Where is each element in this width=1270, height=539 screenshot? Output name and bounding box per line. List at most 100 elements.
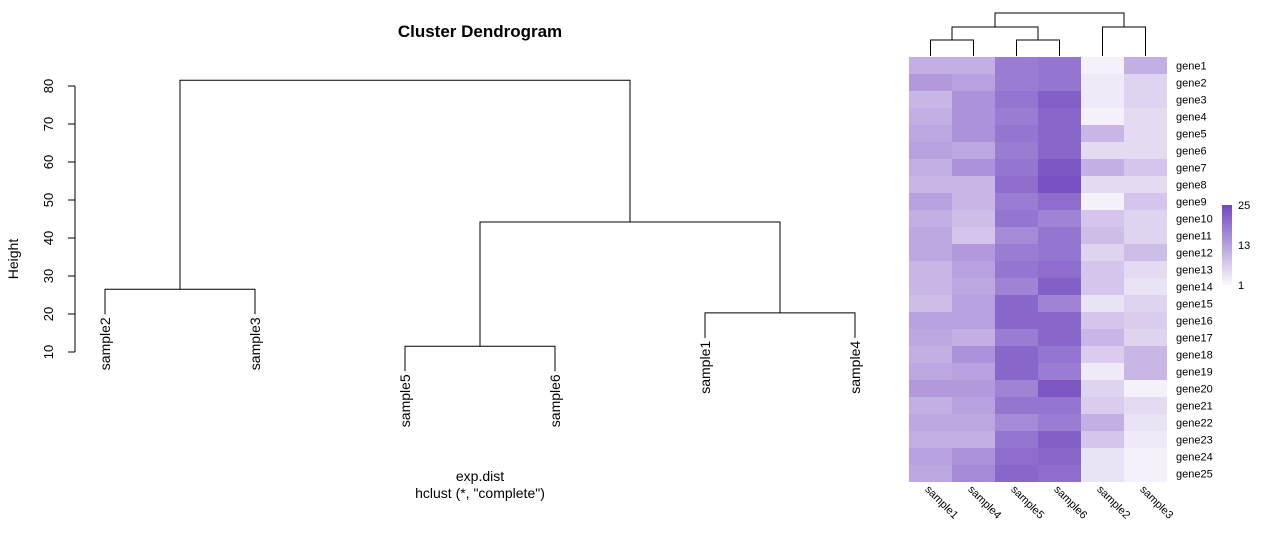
heatmap-cell-gene21-sample2 [1081, 397, 1124, 414]
heatmap-cell-gene18-sample1 [909, 346, 952, 363]
heatmap-cell-gene24-sample3 [1124, 448, 1167, 465]
heatmap-cell-gene16-sample4 [952, 312, 995, 329]
heatmap-cell-gene8-sample1 [909, 176, 952, 193]
heatmap-cell-gene10-sample4 [952, 210, 995, 227]
method-sublabel: hclust (*, "complete") [415, 485, 545, 501]
heatmap-cell-gene10-sample5 [995, 210, 1038, 227]
column-label-sample5: sample5 [1008, 484, 1046, 522]
column-tree-link [994, 12, 1125, 27]
heatmap-panel: gene1gene2gene3gene4gene5gene6gene7gene8… [909, 12, 1250, 522]
row-label-gene3: gene3 [1176, 95, 1207, 107]
heatmap-cell-gene23-sample4 [952, 431, 995, 448]
heatmap-cell-gene25-sample1 [909, 465, 952, 482]
column-tree-link [1102, 26, 1146, 56]
heatmap-cell-gene4-sample2 [1081, 108, 1124, 125]
heatmap-cell-gene3-sample2 [1081, 91, 1124, 108]
row-label-gene18: gene18 [1176, 350, 1213, 362]
heatmap-cell-gene16-sample2 [1081, 312, 1124, 329]
heatmap-cell-gene4-sample5 [995, 108, 1038, 125]
row-label-gene15: gene15 [1176, 299, 1213, 311]
heatmap-cell-gene21-sample4 [952, 397, 995, 414]
heatmap-cell-gene18-sample4 [952, 346, 995, 363]
heatmap-cell-gene22-sample3 [1124, 414, 1167, 431]
heatmap-cell-gene25-sample6 [1038, 465, 1081, 482]
heatmap-cell-gene20-sample5 [995, 380, 1038, 397]
column-label-sample1: sample1 [922, 484, 960, 522]
heatmap-cell-gene2-sample6 [1038, 74, 1081, 91]
dendrogram-link [179, 79, 631, 290]
dendrogram-link [704, 312, 856, 338]
heatmap-cell-gene9-sample4 [952, 193, 995, 210]
heatmap-cell-gene24-sample5 [995, 448, 1038, 465]
row-label-gene19: gene19 [1176, 367, 1213, 379]
heatmap-cell-gene16-sample1 [909, 312, 952, 329]
heatmap-cell-gene12-sample3 [1124, 244, 1167, 261]
heatmap-cell-gene4-sample1 [909, 108, 952, 125]
heatmap-cell-gene17-sample5 [995, 329, 1038, 346]
heatmap-cell-gene23-sample3 [1124, 431, 1167, 448]
heatmap-cell-gene21-sample5 [995, 397, 1038, 414]
heatmap-cell-gene13-sample1 [909, 261, 952, 278]
legend-tick-label: 25 [1238, 200, 1250, 212]
heatmap-cell-gene9-sample5 [995, 193, 1038, 210]
heatmap-cell-gene18-sample2 [1081, 346, 1124, 363]
heatmap-cell-gene25-sample5 [995, 465, 1038, 482]
heatmap-cell-gene15-sample3 [1124, 295, 1167, 312]
heatmap-cell-gene8-sample4 [952, 176, 995, 193]
heatmap-cell-gene3-sample1 [909, 91, 952, 108]
heatmap-cell-gene12-sample4 [952, 244, 995, 261]
row-label-gene23: gene23 [1176, 435, 1213, 447]
y-tick-label: 30 [41, 269, 56, 283]
heatmap-cell-gene14-sample2 [1081, 278, 1124, 295]
row-label-gene13: gene13 [1176, 265, 1213, 277]
heatmap-cell-gene20-sample1 [909, 380, 952, 397]
heatmap-cell-gene14-sample6 [1038, 278, 1081, 295]
heatmap-cell-gene8-sample5 [995, 176, 1038, 193]
heatmap-cell-gene14-sample3 [1124, 278, 1167, 295]
heatmap-cell-gene4-sample6 [1038, 108, 1081, 125]
heatmap-cell-gene7-sample2 [1081, 159, 1124, 176]
heatmap-cell-gene8-sample6 [1038, 176, 1081, 193]
legend-tick-label: 13 [1238, 240, 1250, 252]
row-label-gene7: gene7 [1176, 163, 1207, 175]
heatmap-cell-gene12-sample6 [1038, 244, 1081, 261]
y-tick-label: 20 [41, 307, 56, 321]
y-tick-label: 70 [41, 117, 56, 131]
heatmap-cell-gene18-sample5 [995, 346, 1038, 363]
heatmap-cell-gene1-sample3 [1124, 57, 1167, 74]
heatmap-cell-gene11-sample3 [1124, 227, 1167, 244]
heatmap-cell-gene2-sample3 [1124, 74, 1167, 91]
heatmap-cell-gene14-sample5 [995, 278, 1038, 295]
heatmap-cell-gene1-sample5 [995, 57, 1038, 74]
dendrogram-title: Cluster Dendrogram [398, 22, 562, 41]
heatmap-cell-gene13-sample6 [1038, 261, 1081, 278]
heatmap-cell-gene7-sample5 [995, 159, 1038, 176]
column-tree-link [930, 39, 974, 56]
dendrogram-link [404, 345, 556, 372]
y-tick-label: 10 [41, 345, 56, 359]
heatmap-cell-gene10-sample1 [909, 210, 952, 227]
heatmap-cell-gene13-sample5 [995, 261, 1038, 278]
row-label-gene20: gene20 [1176, 384, 1213, 396]
row-label-gene4: gene4 [1176, 112, 1207, 124]
leaf-label-sample6: sample6 [547, 374, 563, 427]
heatmap-cell-gene5-sample3 [1124, 125, 1167, 142]
heatmap-cell-gene18-sample3 [1124, 346, 1167, 363]
heatmap-cell-gene23-sample1 [909, 431, 952, 448]
y-tick-label: 40 [41, 231, 56, 245]
heatmap-cell-gene16-sample5 [995, 312, 1038, 329]
heatmap-cell-gene19-sample5 [995, 363, 1038, 380]
heatmap-cell-gene6-sample4 [952, 142, 995, 159]
heatmap-cell-gene6-sample2 [1081, 142, 1124, 159]
dendrogram-link [479, 221, 781, 347]
heatmap-cell-gene5-sample1 [909, 125, 952, 142]
heatmap-cell-gene22-sample5 [995, 414, 1038, 431]
heatmap-cell-gene15-sample6 [1038, 295, 1081, 312]
heatmap-cell-gene7-sample1 [909, 159, 952, 176]
row-label-gene12: gene12 [1176, 248, 1213, 260]
heatmap-cell-gene21-sample3 [1124, 397, 1167, 414]
row-label-gene16: gene16 [1176, 316, 1213, 328]
